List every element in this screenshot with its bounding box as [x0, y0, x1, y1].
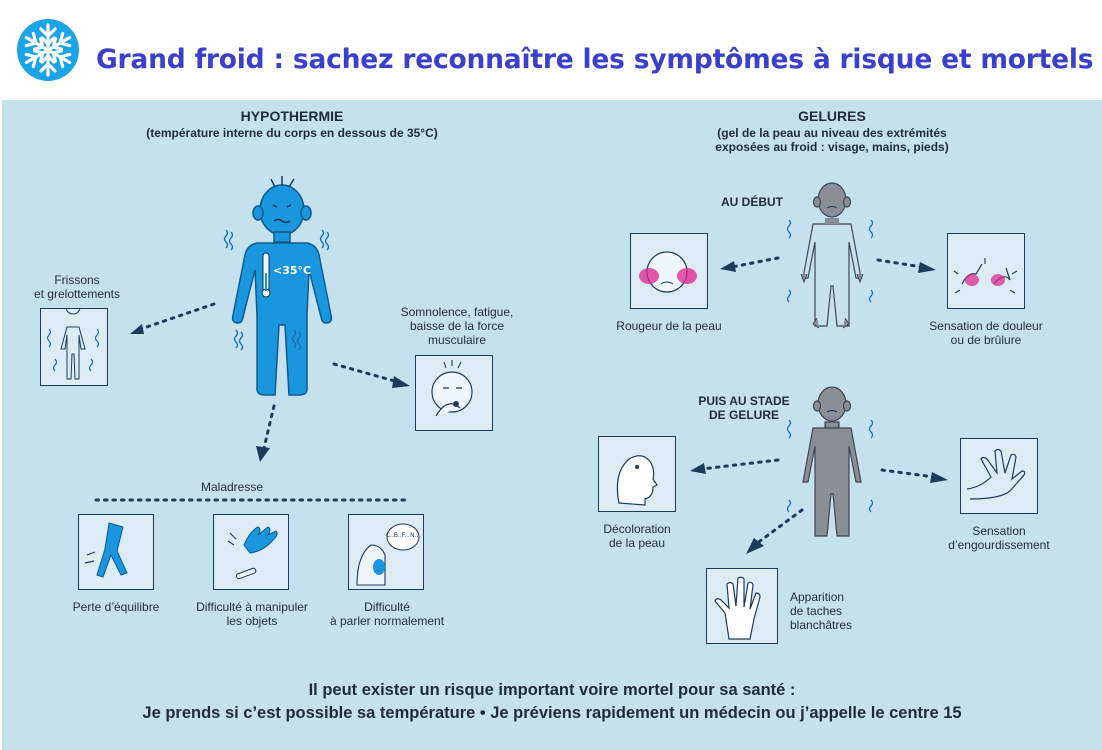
decoloration-box	[598, 436, 676, 512]
maladresse-dotted-line	[94, 498, 410, 502]
stage2-label-1: PUIS AU STADE	[698, 394, 790, 408]
blue-body-figure: <35°C	[231, 176, 333, 396]
rougeur-box	[630, 233, 708, 309]
gelures-subtitle-1: (gel de la peau au niveau des extrémités	[717, 126, 947, 140]
equilibre-box	[78, 514, 154, 590]
arrow-to-somnolence	[332, 362, 410, 388]
label-taches-2: de taches	[790, 604, 843, 618]
gelures-subtitle-2: exposées au froid : visage, mains, pieds…	[715, 140, 949, 154]
snowflake-icon	[17, 19, 79, 81]
label-frissons-1: Frissons	[54, 273, 100, 287]
label-engourdissement-2: d’engourdissement	[948, 538, 1050, 552]
label-frissons-2: et grelottements	[33, 287, 121, 301]
label-somnolence-3: musculaire	[427, 333, 487, 347]
shiver-marks-gelures-1	[787, 220, 874, 303]
arrow-to-frissons	[130, 302, 216, 334]
manipuler-box	[213, 514, 289, 590]
label-manipuler-1: Difficulté à manipuler	[196, 600, 308, 614]
label-parler-2: à parler normalement	[329, 614, 445, 628]
main-panel: HYPOTHERMIE (température interne du corp…	[2, 100, 1102, 750]
stage1-label: AU DÉBUT	[721, 195, 783, 209]
taches-box	[706, 568, 778, 644]
thermometer-icon	[261, 252, 271, 298]
footer-line-2: Je prends si c’est possible sa températu…	[142, 704, 962, 722]
header: Grand froid : sachez reconnaître les sym…	[0, 0, 1102, 100]
speech-bubble-text: C..B..F...N...	[386, 532, 420, 539]
engourdissement-box	[960, 438, 1038, 514]
arrow-to-douleur	[876, 258, 936, 273]
arrow-to-rougeur	[720, 256, 780, 272]
shiver-marks-gelures-2	[787, 420, 874, 513]
label-rougeur: Rougeur de la peau	[616, 319, 722, 333]
somnolence-box	[415, 355, 493, 431]
label-maladresse: Maladresse	[200, 480, 264, 494]
label-somnolence-2: baisse de la force	[409, 319, 505, 333]
grey-body-figure-1	[800, 182, 864, 329]
label-manipuler-2: les objets	[226, 614, 278, 628]
stage2-label-2: DE GELURE	[708, 408, 779, 422]
parler-box: C..B..F...N...	[348, 514, 424, 590]
frissons-box	[40, 299, 108, 386]
label-taches-3: blanchâtres	[790, 618, 853, 632]
shiver-marks	[223, 230, 330, 351]
label-taches-1: Apparition	[790, 590, 845, 604]
label-equilibre: Perte d’équilibre	[72, 600, 160, 614]
label-decoloration-1: Décoloration	[603, 522, 671, 536]
footer-line-1: Il peut exister un risque important voir…	[308, 681, 796, 699]
label-engourdissement-1: Sensation	[972, 524, 1026, 538]
thermometer-label: <35°C	[273, 264, 311, 277]
arrow-to-maladresse	[256, 404, 276, 462]
label-parler-1: Difficulté	[364, 600, 410, 614]
label-decoloration-2: de la peau	[608, 536, 666, 550]
page-title: Grand froid : sachez reconnaître les sym…	[96, 44, 1094, 75]
hypothermie-subtitle: (température interne du corps en dessous…	[146, 126, 438, 140]
label-somnolence-1: Somnolence, fatigue,	[400, 305, 514, 319]
arrow-to-engourdissement	[880, 468, 948, 483]
label-douleur-1: Sensation de douleur	[929, 319, 1043, 333]
label-douleur-2: ou de brûlure	[950, 333, 1022, 347]
arrow-to-taches	[746, 508, 804, 554]
hypothermie-title: HYPOTHERMIE	[240, 108, 344, 124]
grey-body-figure-2	[802, 386, 862, 537]
gelures-title: GELURES	[798, 108, 866, 124]
douleur-box	[947, 233, 1025, 309]
arrow-to-decoloration	[690, 458, 780, 474]
